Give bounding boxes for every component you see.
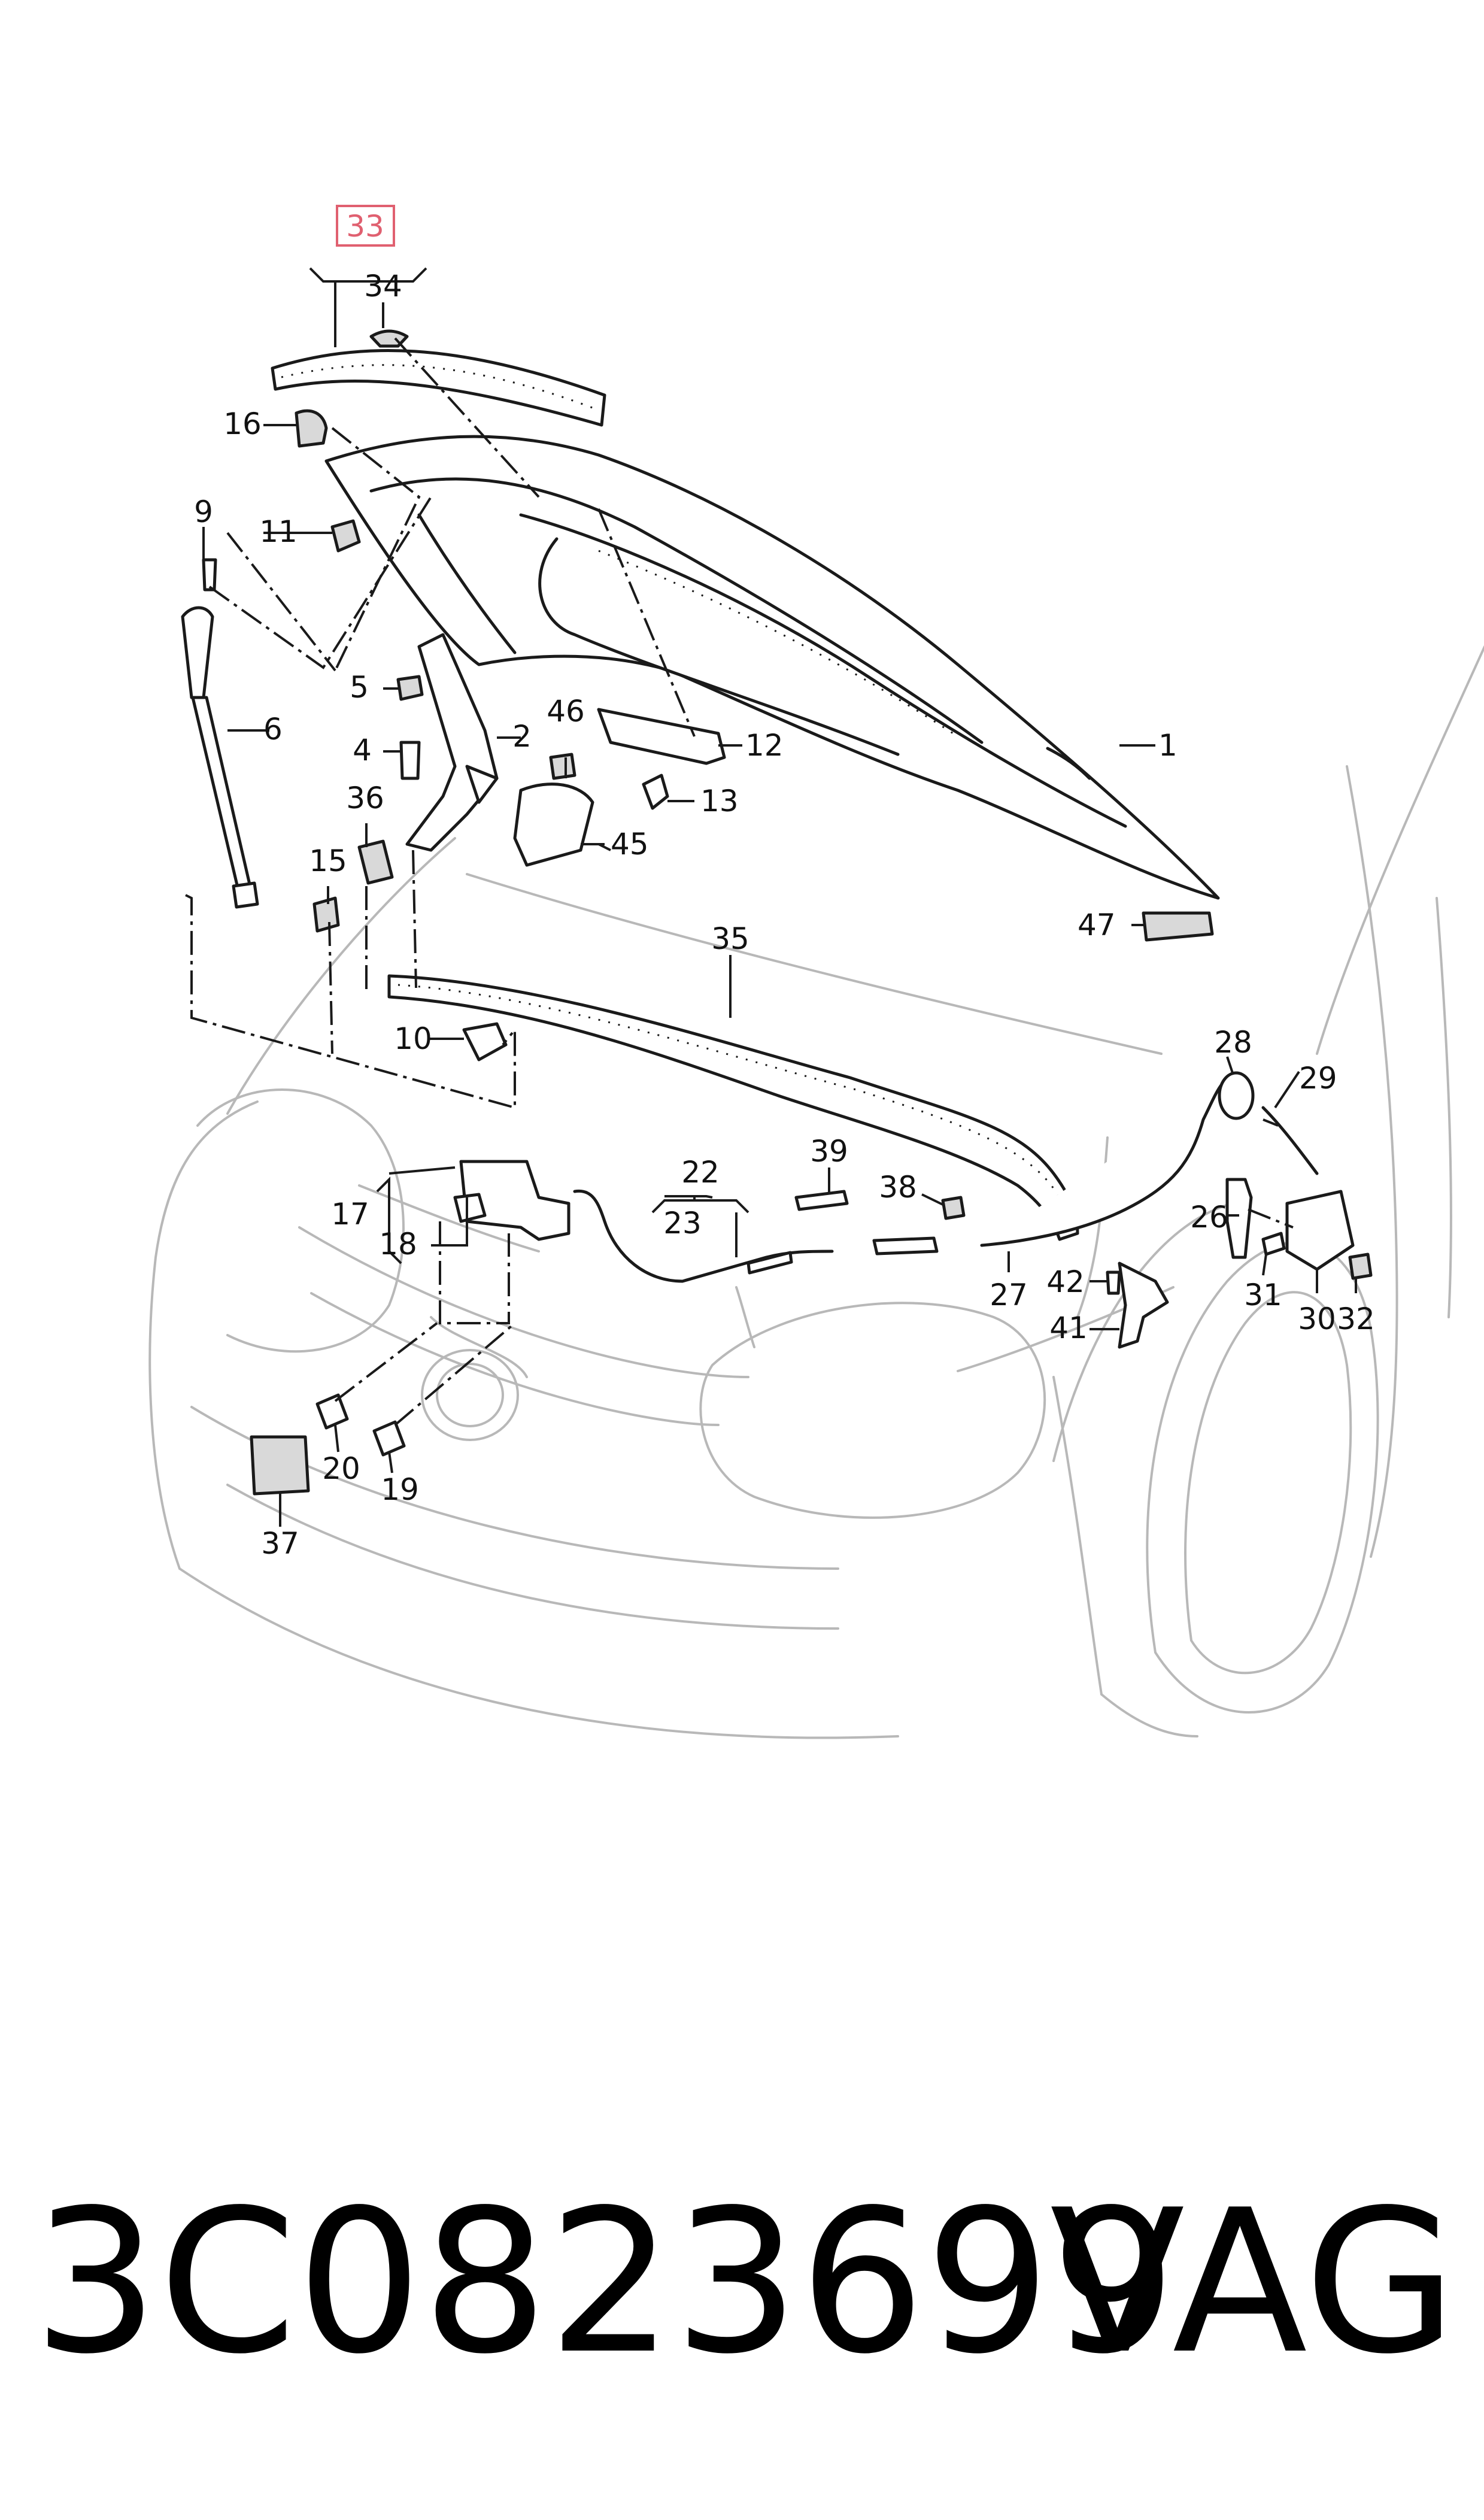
label-13: 13 [700, 784, 739, 818]
screw-42 [1106, 1270, 1121, 1295]
label-35: 35 [711, 921, 749, 956]
footer-caption: 3C0823699 VAG [0, 2167, 1484, 2443]
nut-46 [549, 753, 576, 780]
bolt-4 [399, 741, 421, 780]
label-39: 39 [810, 1134, 848, 1169]
label-10: 10 [394, 1021, 432, 1056]
bracket-45 [513, 783, 594, 867]
label-11: 11 [259, 514, 298, 549]
nut-5 [396, 675, 424, 701]
part-labels: 33 34 16 9 11 5 6 4 2 46 12 1 13 36 45 1… [194, 209, 1375, 1561]
label-33: 33 [346, 209, 384, 244]
label-45: 45 [611, 827, 649, 862]
seal-35 [387, 974, 1079, 1241]
clip-32 [1348, 1253, 1373, 1280]
buffer-16 [295, 409, 328, 448]
label-2: 2 [512, 719, 532, 754]
label-34: 34 [364, 269, 402, 304]
label-23: 23 [663, 1206, 702, 1241]
label-42: 42 [1046, 1264, 1085, 1299]
label-22: 22 [681, 1155, 720, 1190]
label-28: 28 [1214, 1025, 1252, 1060]
clip-38 [941, 1196, 966, 1220]
release-lever-26 [1225, 1178, 1253, 1259]
grommet-28 [1218, 1071, 1255, 1120]
bolt-13 [642, 774, 669, 810]
bolt-20 [315, 1393, 349, 1430]
clip-15 [312, 896, 340, 933]
label-9: 9 [194, 495, 213, 529]
clip-10 [462, 1022, 508, 1062]
label-4: 4 [353, 733, 372, 768]
leader-lines [202, 267, 1357, 1527]
label-27: 27 [990, 1278, 1028, 1312]
bolt-31 [1261, 1232, 1286, 1256]
bracket-36 [357, 839, 394, 885]
release-cable-22 [573, 1076, 1235, 1283]
hinge-2 [405, 633, 499, 852]
hood-panel [324, 435, 1220, 900]
brand-name: VAG [1049, 2167, 1457, 2397]
nut-11 [330, 519, 361, 553]
hood-seal-33 [271, 348, 606, 427]
label-20: 20 [322, 1451, 360, 1486]
bracket-12 [597, 708, 726, 765]
label-38: 38 [879, 1170, 917, 1205]
label-26: 26 [1190, 1200, 1228, 1235]
assembly-lines [185, 337, 1294, 1426]
label-17: 17 [331, 1197, 369, 1232]
label-6: 6 [263, 712, 283, 747]
hood-lock-17 [453, 1160, 570, 1241]
label-12: 12 [745, 728, 784, 763]
label-41: 41 [1049, 1311, 1088, 1345]
label-1: 1 [1158, 728, 1178, 763]
label-46: 46 [547, 694, 585, 729]
parts-diagram: 33 34 16 9 11 5 6 4 2 46 12 1 13 36 45 1… [148, 205, 1484, 1739]
part-number: 3C0823699 [33, 2167, 1177, 2397]
label-19: 19 [381, 1472, 419, 1507]
label-36: 36 [346, 781, 384, 815]
clip-39 [794, 1190, 849, 1211]
label-32: 32 [1337, 1302, 1375, 1336]
label-16: 16 [223, 407, 262, 441]
clip-47 [1142, 911, 1214, 942]
bracket-41 [1118, 1261, 1169, 1349]
label-18: 18 [379, 1227, 417, 1261]
cable-end-29 [1261, 1106, 1319, 1175]
label-29: 29 [1299, 1061, 1337, 1096]
label-37: 37 [261, 1526, 299, 1561]
label-47: 47 [1078, 908, 1116, 942]
bracket-30 [1285, 1190, 1355, 1271]
label-5: 5 [350, 670, 369, 705]
bolt-19 [372, 1420, 406, 1457]
label-30: 30 [1298, 1302, 1336, 1336]
pad-37 [250, 1435, 310, 1496]
label-15: 15 [309, 844, 347, 878]
highlight-box-33 [336, 205, 395, 247]
label-31: 31 [1244, 1278, 1282, 1312]
